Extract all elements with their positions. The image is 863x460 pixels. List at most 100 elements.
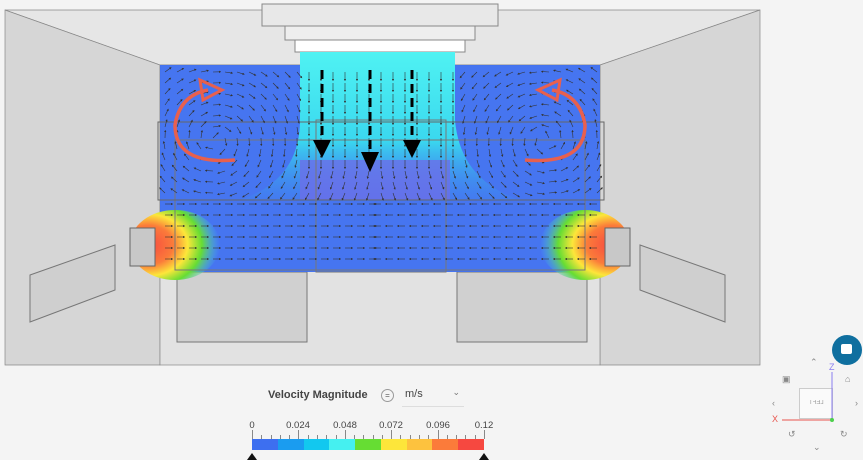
velocity-vector [565, 89, 574, 95]
velocity-vector [505, 82, 514, 88]
velocity-vector [473, 104, 478, 113]
legend-tick [298, 430, 300, 439]
legend-tick [335, 435, 337, 439]
velocity-vector [182, 165, 190, 172]
velocity-vector [284, 126, 288, 136]
velocity-vector [193, 179, 202, 183]
velocity-vector [596, 163, 602, 172]
velocity-vector [272, 82, 279, 89]
velocity-vector [296, 115, 300, 124]
min-range-handle[interactable] [247, 453, 257, 460]
color-bar-segment [252, 439, 278, 450]
color-bar-segment [432, 439, 459, 450]
velocity-vector [380, 192, 384, 201]
velocity-vector [260, 126, 264, 135]
arrowhead-icon [403, 140, 421, 158]
velocity-vector [462, 126, 466, 136]
velocity-vector [293, 170, 298, 179]
view-cube[interactable]: LEFT [799, 388, 833, 419]
velocity-vector [392, 170, 396, 180]
tick-label: 0.048 [333, 420, 357, 431]
chevron-down-icon[interactable]: ⌄ [813, 442, 821, 452]
velocity-vector [461, 104, 466, 113]
velocity-vector [473, 115, 478, 124]
chevron-left-icon[interactable]: ‹ [772, 398, 775, 408]
velocity-vector [459, 71, 466, 79]
max-range-handle[interactable] [479, 453, 489, 460]
velocity-vector [164, 108, 169, 117]
velocity-vector [162, 140, 166, 150]
velocity-vector [553, 69, 562, 73]
rotate-left-icon[interactable]: ↺ [788, 429, 796, 439]
velocity-vector [229, 181, 238, 186]
velocity-vector [572, 153, 578, 161]
velocity-vector [248, 71, 257, 76]
velocity-vector [164, 87, 171, 95]
velocity-vector [281, 170, 286, 179]
chat-button[interactable] [832, 335, 862, 365]
velocity-vector [572, 165, 580, 172]
3d-viewport[interactable] [0, 0, 863, 378]
velocity-vector [548, 145, 557, 150]
velocity-vector [530, 126, 538, 132]
velocity-vector [181, 189, 190, 194]
velocity-vector [160, 164, 166, 172]
legend-tick [307, 435, 309, 439]
velocity-vector [236, 82, 245, 87]
chevron-right-icon[interactable]: › [855, 398, 858, 408]
velocity-vector [560, 141, 566, 150]
velocity-vector [200, 101, 209, 106]
velocity-vector [460, 82, 466, 90]
velocity-vector [498, 126, 502, 135]
velocity-vector [488, 148, 492, 158]
velocity-vector [524, 192, 533, 197]
velocity-vector [517, 82, 526, 87]
velocity-vector [224, 137, 228, 147]
velocity-vector [193, 167, 202, 172]
velocity-vector [173, 152, 178, 161]
velocity-vector [529, 104, 538, 108]
velocity-vector [176, 88, 184, 95]
velocity-vector [462, 115, 466, 124]
velocity-vector [404, 170, 408, 180]
velocity-vector [171, 164, 178, 172]
legend-tick [252, 430, 253, 439]
velocity-vector [584, 176, 591, 183]
chevron-up-icon[interactable]: ⌃ [810, 357, 818, 367]
velocity-vector [231, 159, 238, 167]
velocity-vector [505, 71, 514, 76]
velocity-vector [464, 170, 469, 179]
unit-select[interactable]: m/s ⌄ [402, 382, 464, 407]
velocity-vector [495, 104, 502, 112]
velocity-vector [306, 170, 310, 179]
velocity-vector [520, 126, 526, 134]
velocity-vector [224, 93, 234, 97]
velocity-vector [255, 181, 262, 189]
velocity-vector [284, 71, 291, 78]
velocity-vector [380, 181, 384, 190]
velocity-vector [584, 152, 589, 161]
velocity-vector [474, 126, 478, 136]
legend-tick [279, 435, 281, 439]
velocity-vector [295, 148, 298, 158]
velocity-vector [260, 104, 266, 112]
velocity-vector [460, 93, 466, 102]
velocity-vector [584, 164, 591, 172]
velocity-vector [236, 126, 242, 135]
velocity-vector [536, 148, 544, 155]
home-icon[interactable]: ⌂ [845, 374, 851, 384]
rotate-right-icon[interactable]: ↻ [840, 429, 848, 439]
downward-jet-arrow [320, 70, 414, 155]
velocity-vector [296, 104, 301, 113]
velocity-vector [488, 181, 494, 189]
camera-icon[interactable]: ▣ [782, 374, 791, 384]
velocity-vector [560, 178, 569, 183]
velocity-vector [541, 124, 550, 128]
unit-value: m/s [405, 388, 423, 400]
velocity-vector [212, 114, 222, 117]
legend-tick [363, 435, 365, 439]
velocity-vector [272, 126, 276, 136]
velocity-vector [217, 181, 226, 185]
velocity-vector [464, 181, 469, 190]
equals-circle-icon[interactable]: = [381, 389, 394, 402]
